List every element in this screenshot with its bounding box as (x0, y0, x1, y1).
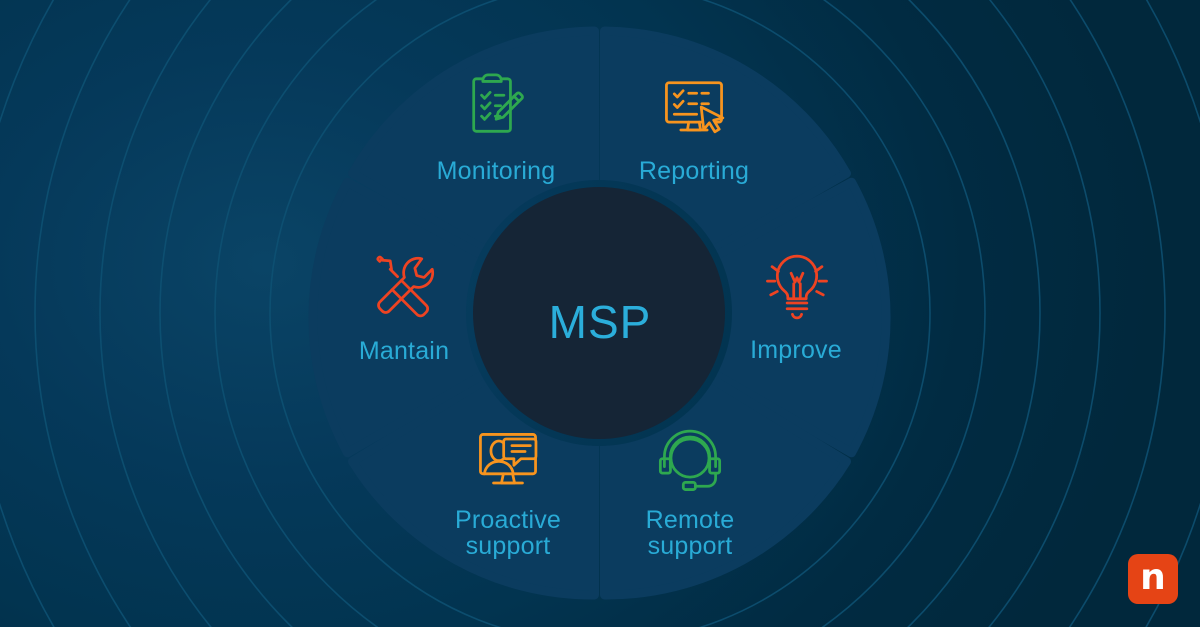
clipboard-checklist-pencil-icon (454, 67, 538, 151)
segment-label-remote-support: Remote support (645, 506, 735, 560)
segment-label-monitoring: Monitoring (436, 157, 556, 185)
lightbulb-idea-icon (755, 245, 839, 329)
center-label: MSP (548, 296, 652, 348)
monitor-person-chat-icon (466, 420, 550, 504)
monitor-report-cursor-icon (652, 67, 736, 151)
segment-label-reporting: Reporting (638, 157, 750, 185)
ninjaone-logo-mark: n (1140, 556, 1166, 598)
segment-label-improve: Improve (750, 336, 842, 364)
segment-improve (605, 177, 891, 458)
headset-icon (648, 420, 732, 504)
segment-mantain (308, 177, 594, 458)
ninjaone-logo[interactable]: n (1128, 554, 1178, 604)
segment-label-mantain: Mantain (358, 337, 450, 365)
center-hub (473, 187, 725, 439)
wrench-screwdriver-icon (362, 245, 446, 329)
segment-label-proactive-support: Proactive support (454, 506, 561, 560)
